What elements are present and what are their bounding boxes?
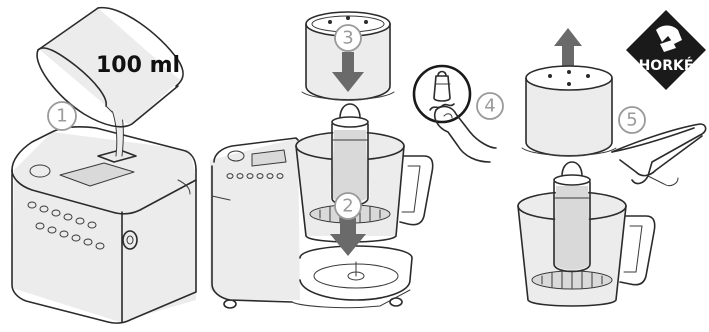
measuring-jug-icon [36,6,184,128]
lid-lifted [521,65,617,157]
svg-text:5: 5 [626,110,637,131]
step-1-scene: 100 ml 1 [11,6,197,324]
down-arrow-icon-2 [330,218,366,256]
volume-label: 100 ml [96,53,180,78]
bottle-steam-button-icon [412,64,472,124]
steamer-base-center [210,137,413,309]
step-5-badge: 5 [618,106,646,134]
up-arrow-icon [554,28,582,74]
step-2-3-scene: 3 [210,11,434,309]
down-arrow-icon [332,52,364,92]
svg-text:3: 3 [342,28,353,49]
step-4-badge: 4 [476,92,504,120]
svg-text:2: 2 [342,196,353,217]
brand-name: HORKÉ [639,57,694,74]
svg-text:4: 4 [484,96,495,117]
step-5-scene: 5 [517,28,707,307]
bottle-right [553,161,591,273]
step-4-scene: 4 [412,64,504,163]
brand-logo: HORKÉ [626,10,706,90]
step-3-badge: 3 [334,24,362,52]
pressing-hand [433,105,497,163]
step-2-badge: 2 [334,192,362,220]
steamer-base-left [11,126,197,324]
svg-text:1: 1 [56,106,67,127]
tongs-icon [611,123,707,187]
step-1-badge: 1 [47,101,77,131]
bottle-center [330,103,370,207]
